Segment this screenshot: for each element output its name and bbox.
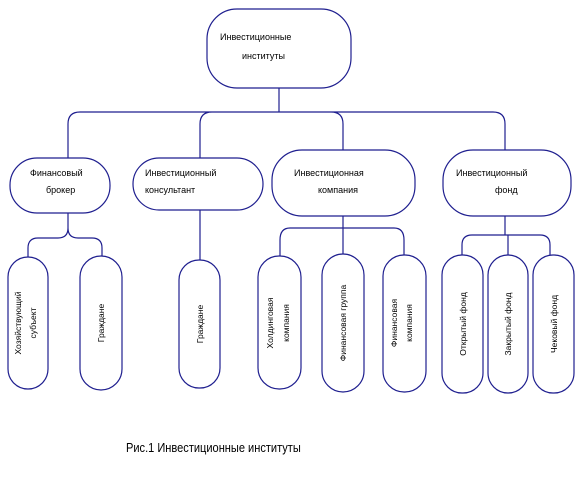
fund-label-line-2: фонд xyxy=(495,185,518,195)
broker-label-line-1: Финансовый xyxy=(30,168,83,178)
voucher-fund-label: Чековый фонд xyxy=(549,295,559,353)
broker-label-line-2: брокер xyxy=(46,185,75,195)
closed-fund-label: Закрытый фонд xyxy=(503,293,513,356)
business-entity-label-line-2: субъект xyxy=(28,307,38,338)
leaf-voucher-fund: Чековый фонд xyxy=(532,254,575,394)
business-entity-label-line-1: Хозяйствующий xyxy=(13,291,23,354)
broker-citizens-label: Граждане xyxy=(96,304,106,343)
fund-connector xyxy=(461,216,551,257)
financial-company-label-line-1: Финансовая xyxy=(389,299,399,348)
company-connector xyxy=(279,216,405,262)
leaf-financial-group: Финансовая группа xyxy=(321,253,365,393)
financial-company-label-line-2: компания xyxy=(404,304,414,342)
consultant-citizens-label: Граждане xyxy=(195,305,205,344)
leaf-open-fund: Открытый фонд xyxy=(441,254,484,394)
holding-company-label-line-2: компания xyxy=(281,304,291,342)
node-investment-company: Инвестиционная компания xyxy=(271,149,416,217)
node-investment-consultant: Инвестиционный консультант xyxy=(132,157,264,211)
leaf-broker-citizens: Граждане xyxy=(79,255,123,391)
holding-company-label-line-1: Холдинговая xyxy=(265,297,275,348)
financial-group-label: Финансовая группа xyxy=(338,285,348,362)
node-financial-broker: Финансовый брокер xyxy=(9,157,111,214)
company-label-line-1: Инвестиционная xyxy=(294,168,364,178)
consultant-label-line-1: Инвестиционный xyxy=(145,168,216,178)
fund-label-line-1: Инвестиционный xyxy=(456,168,527,178)
connector-lines xyxy=(27,88,551,262)
figure-caption: Рис.1 Инвестиционные институты xyxy=(126,440,301,455)
broker-connector xyxy=(27,213,103,260)
open-fund-label: Открытый фонд xyxy=(458,292,468,356)
root-connector xyxy=(67,88,506,163)
company-label-line-2: компания xyxy=(318,185,358,195)
leaf-closed-fund: Закрытый фонд xyxy=(487,254,529,394)
node-investment-fund: Инвестиционный фонд xyxy=(442,149,572,217)
root-node: Инвестиционные институты xyxy=(206,8,352,89)
leaf-consultant-citizens: Граждане xyxy=(178,259,221,389)
leaf-financial-company: Финансовая компания xyxy=(382,254,427,393)
consultant-label-line-2: консультант xyxy=(145,185,195,195)
leaf-business-entity: Хозяйствующий субъект xyxy=(7,256,49,390)
root-label-line-1: Инвестиционные xyxy=(220,32,291,42)
leaf-holding-company: Холдинговая компания xyxy=(257,255,302,390)
root-label-line-2: институты xyxy=(242,51,285,61)
